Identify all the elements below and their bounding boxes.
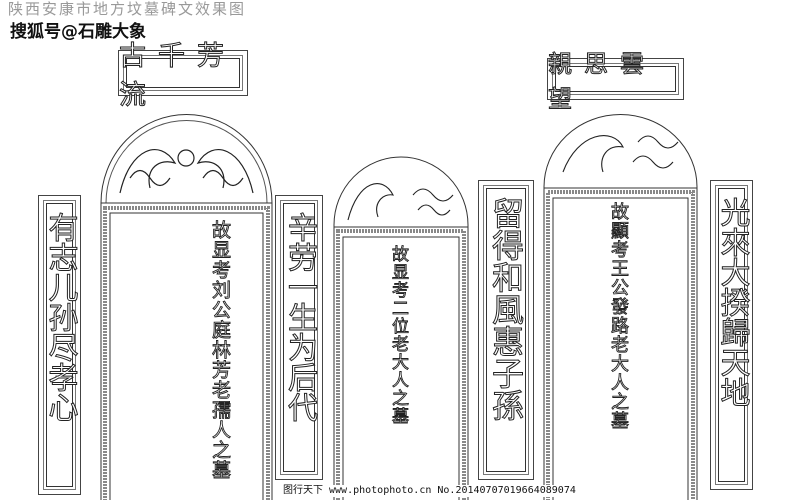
stele-outline [543, 114, 698, 500]
couplet-text: 辛劳一生为后代 [282, 212, 318, 423]
couplet-4: 光來大揆歸天地 [710, 180, 753, 490]
stele-outline [100, 113, 273, 500]
stele-right: 故顯考王公發路老大人之墓 [543, 112, 698, 500]
couplet-1: 有志儿孙尽孝心 [38, 195, 81, 495]
dragon-carving [119, 149, 254, 194]
plaque-right: 親思雲望 [547, 50, 684, 114]
source-footer: 图行天下 www.photophoto.cn No.20140707019664… [280, 485, 579, 497]
couplet-3: 留得和風惠子孫 [478, 180, 534, 480]
dragon-cloud-carving [562, 135, 679, 173]
couplet-text: 光來大揆歸天地 [714, 197, 750, 408]
image-title: 陕西安康市地方坟墓碑文效果图 [8, 0, 247, 18]
stele-outline [333, 156, 469, 500]
plaque-text: 親思雲望 [548, 50, 656, 114]
stele-left: 故显考刘公庭林芳老孺人之墓 [100, 108, 273, 500]
phoenix-carving [347, 183, 454, 221]
couplet-2: 辛劳一生为后代 [275, 195, 323, 480]
stele-inscription: 故显考二位老大人之墓 [388, 245, 409, 426]
stele-inscription: 故顯考王公發路老大人之墓 [608, 202, 630, 431]
couplet-text: 留得和風惠子孫 [487, 197, 526, 422]
plaque-left: 古千芳流 [118, 41, 248, 112]
stele-middle: 故显考二位老大人之墓 [333, 155, 469, 500]
couplet-text: 有志儿孙尽孝心 [42, 212, 78, 423]
stele-inscription: 故显考刘公庭林芳老孺人之墓 [209, 220, 232, 481]
watermark: 搜狐号@石雕大象 [10, 22, 146, 42]
plaque-text: 古千芳流 [119, 41, 236, 112]
